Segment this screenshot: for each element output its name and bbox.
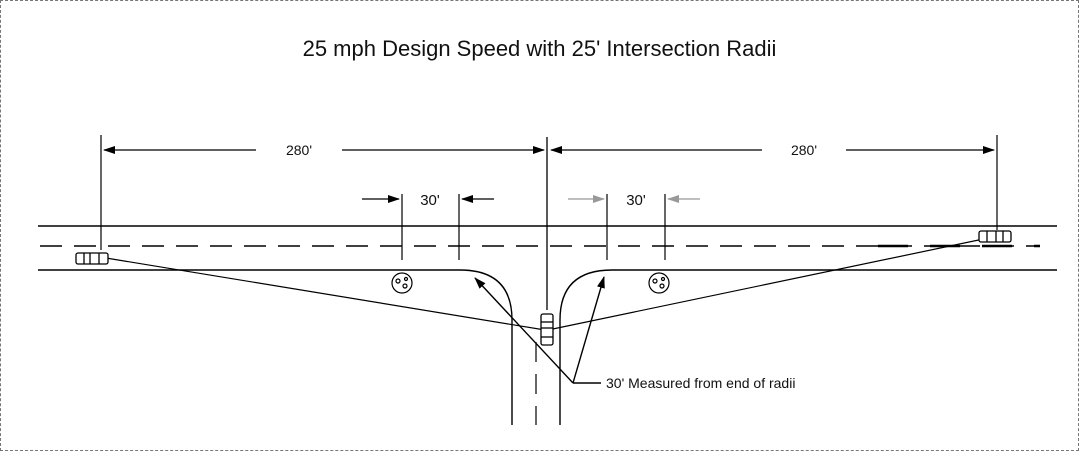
sight-lines xyxy=(105,236,994,331)
offset-label-right: 30' xyxy=(626,192,646,209)
dimension-label-right: 280' xyxy=(791,142,817,158)
offset-marker-left xyxy=(362,194,494,260)
bush-icon xyxy=(391,272,413,294)
diagram-title: 25 mph Design Speed with 25' Intersectio… xyxy=(302,36,777,61)
dimension-label-left: 280' xyxy=(286,142,312,158)
offset-label-left: 30' xyxy=(420,192,440,209)
car-icon xyxy=(978,230,1012,243)
car-icon xyxy=(540,313,554,346)
extension-lines xyxy=(100,135,998,250)
offset-marker-right xyxy=(606,194,666,260)
callout-text: 30' Measured from end of radii xyxy=(606,375,795,391)
callout-arrows xyxy=(474,276,605,384)
car-icon xyxy=(75,252,109,265)
bush-icon xyxy=(648,272,670,294)
